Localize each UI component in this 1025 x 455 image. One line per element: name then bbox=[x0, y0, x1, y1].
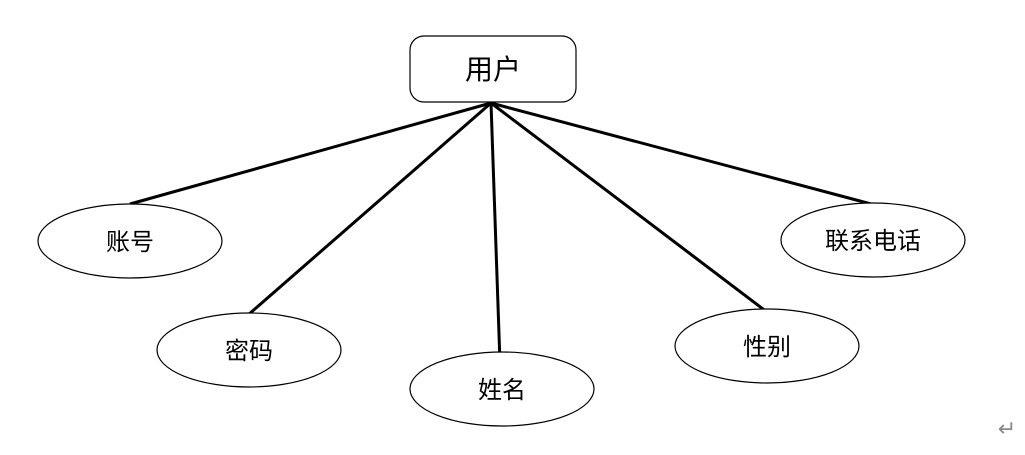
attribute-label: 联系电话 bbox=[825, 227, 921, 255]
entity-user: 用户 bbox=[409, 35, 577, 103]
attribute-ellipse bbox=[674, 308, 860, 384]
connector-line-2 bbox=[247, 101, 492, 317]
entity-label: 用户 bbox=[465, 53, 521, 86]
attribute-label: 账号 bbox=[106, 228, 154, 256]
connector-line-1 bbox=[129, 101, 492, 206]
attribute-ellipse bbox=[156, 312, 342, 388]
connector-lines bbox=[129, 101, 876, 364]
attribute-ellipse bbox=[780, 202, 966, 278]
attribute-label: 姓名 bbox=[478, 376, 526, 404]
attribute-label: 性别 bbox=[743, 333, 791, 361]
attribute-name: 姓名 bbox=[409, 351, 595, 427]
connector-line-4 bbox=[490, 101, 768, 314]
entity-box bbox=[409, 35, 577, 103]
attribute-label: 密码 bbox=[225, 337, 273, 365]
paragraph-return-icon: ↵ bbox=[998, 417, 1016, 442]
attribute-phone: 联系电话 bbox=[780, 202, 966, 278]
connector-line-3 bbox=[489, 102, 502, 364]
connector-line-5 bbox=[490, 101, 876, 207]
attribute-ellipse bbox=[37, 203, 223, 279]
attribute-ellipse bbox=[409, 351, 595, 427]
attribute-gender: 性别 bbox=[674, 308, 860, 384]
attribute-password: 密码 bbox=[156, 312, 342, 388]
attribute-account: 账号 bbox=[37, 203, 223, 279]
